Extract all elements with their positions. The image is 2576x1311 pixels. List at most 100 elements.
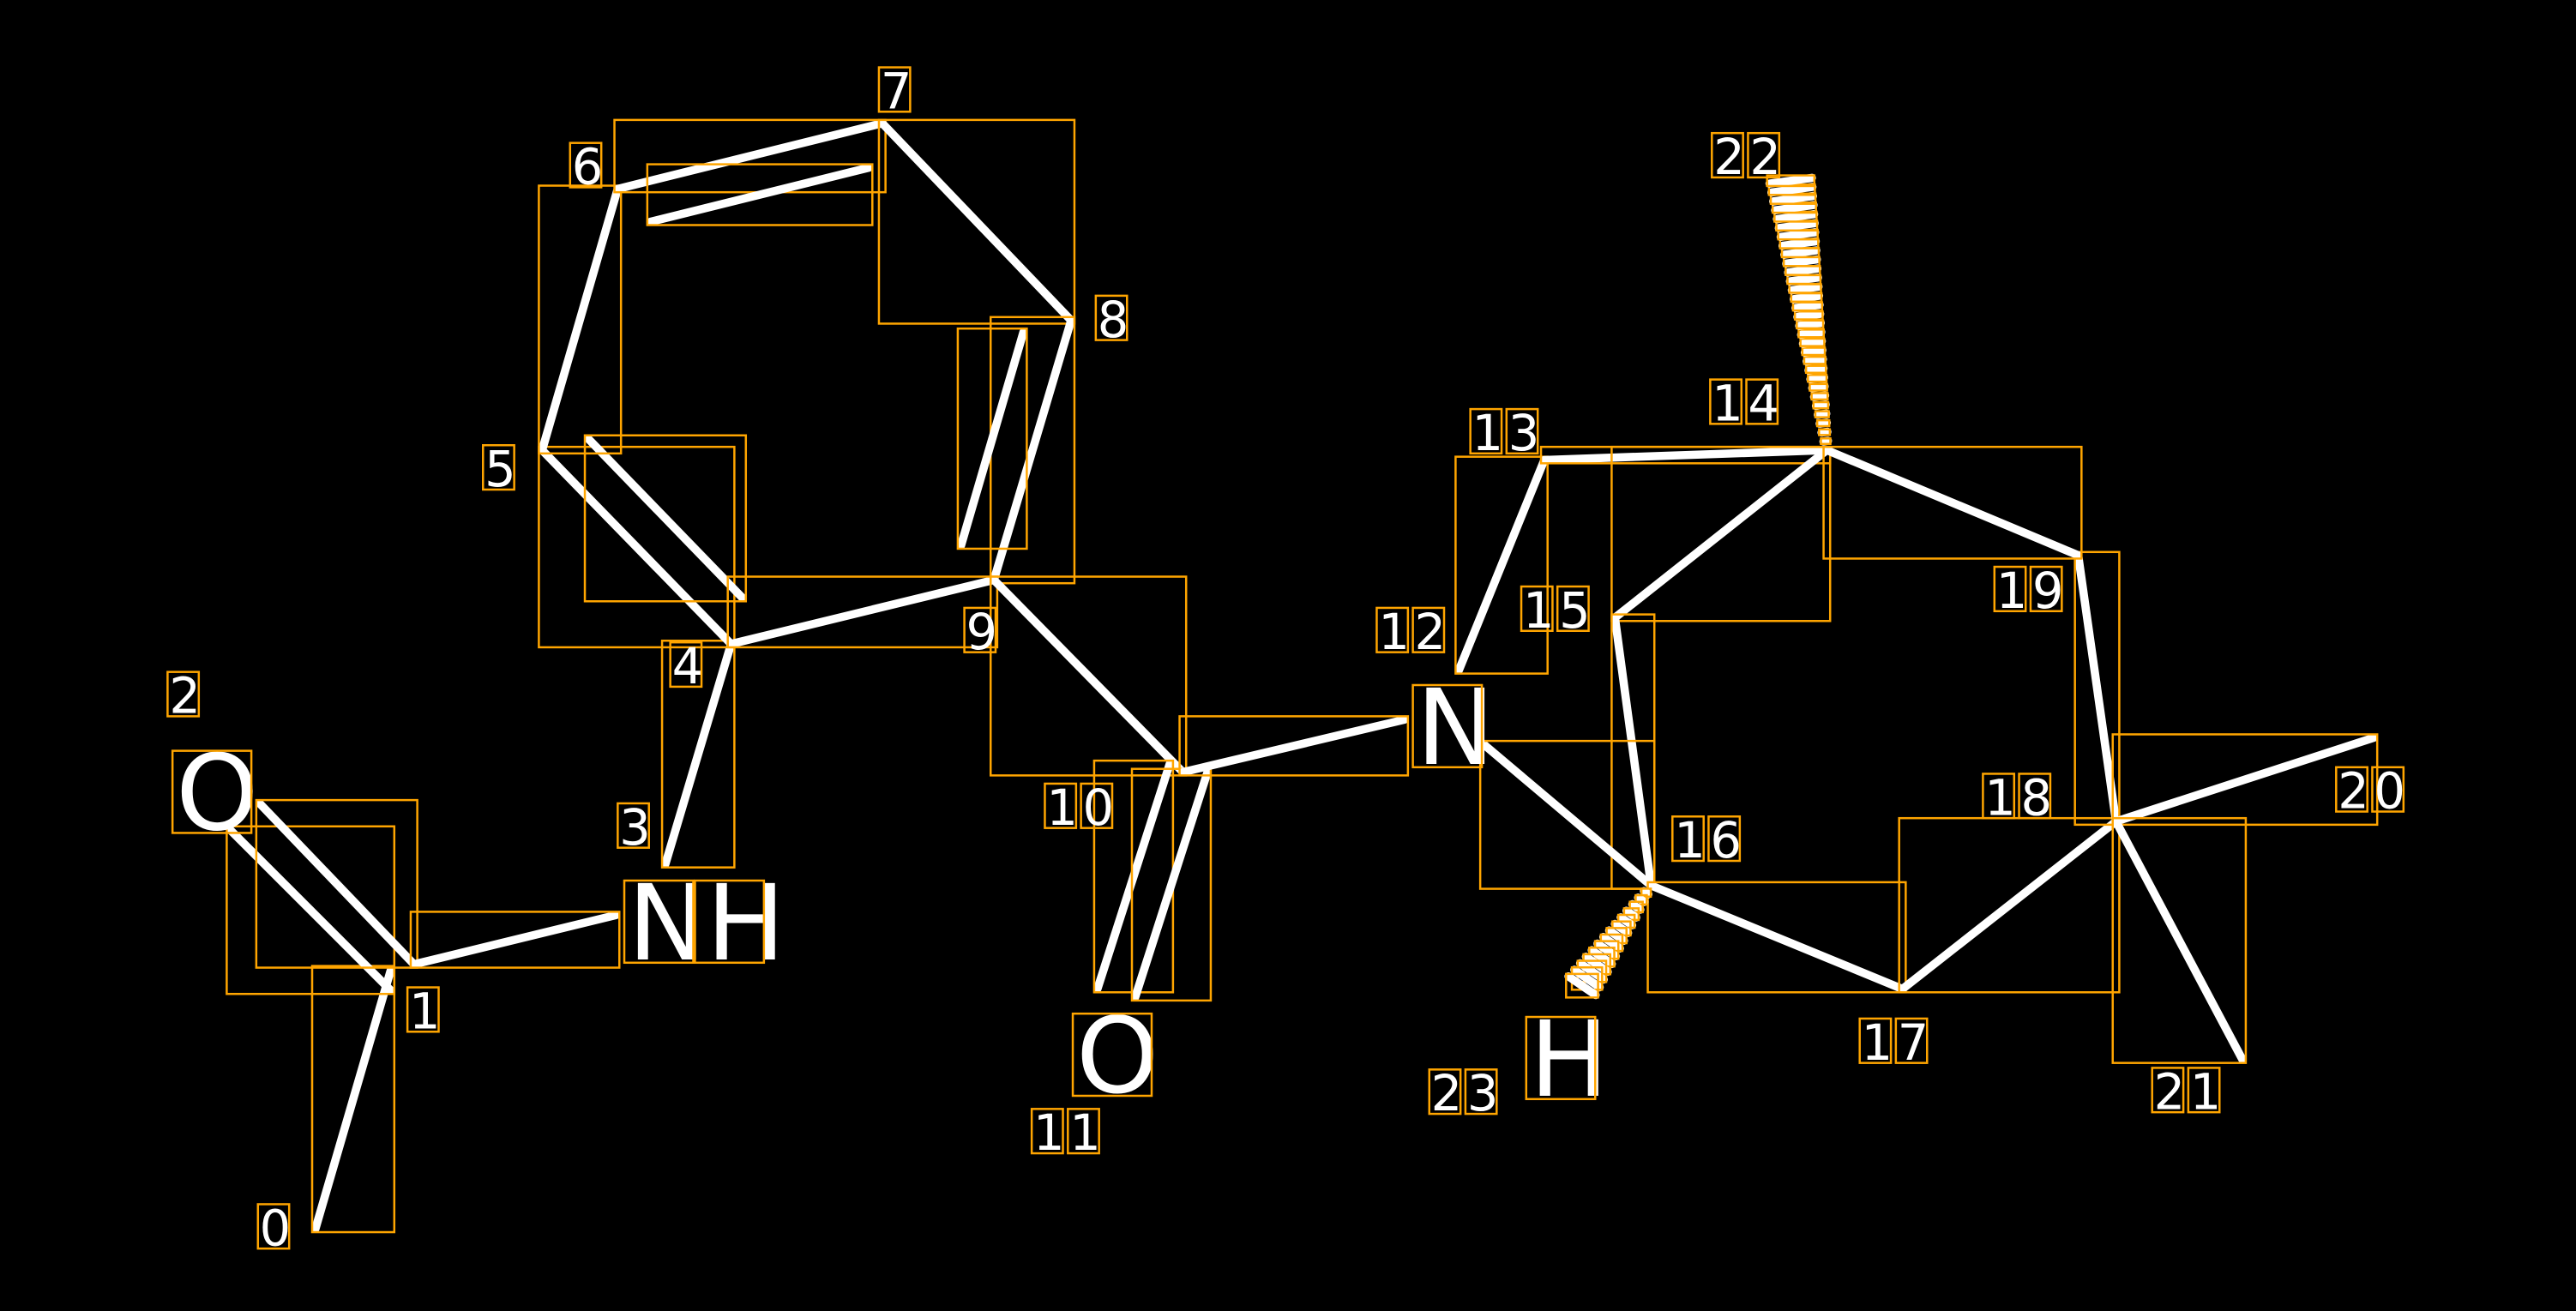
index-char-box [1520, 585, 1554, 633]
bond-line [646, 163, 874, 226]
index-char-box [1375, 606, 1410, 653]
symbol-char-box [1411, 683, 1484, 769]
hash-stroke-box [1807, 374, 1828, 383]
hash-stroke [1817, 427, 1832, 437]
bond-line [1454, 455, 1549, 675]
bond-line [878, 118, 1075, 325]
atom-6: 6 [569, 139, 603, 196]
hash-stroke [1797, 328, 1826, 340]
bond-line [613, 118, 887, 194]
symbol-char-box [171, 749, 253, 834]
bond-box [2111, 816, 2248, 1064]
bond-line [1178, 715, 1409, 777]
bond-line [661, 640, 736, 869]
hash-stroke-box [1809, 382, 1828, 392]
index-char-box [1505, 407, 1539, 455]
index-char-box [1894, 1017, 1929, 1064]
index-char-box [1556, 585, 1590, 633]
hash-stroke [1785, 274, 1822, 286]
hash-stroke-box [1815, 418, 1831, 428]
bond-line [1540, 446, 1832, 465]
bond-box [538, 184, 623, 455]
bond-1-3 [409, 911, 621, 969]
bonds-layer [226, 118, 2379, 1234]
bond-box [538, 445, 736, 649]
hash-stroke [1815, 418, 1832, 428]
symbol-char-box [1071, 1012, 1153, 1098]
hash-stroke [1784, 264, 1822, 277]
bond-line [584, 434, 747, 603]
bond-line [2073, 550, 2121, 826]
bond-9-10 [989, 575, 1188, 777]
index-char-box [1428, 1068, 1462, 1116]
hash-stroke-box [1796, 319, 1825, 330]
hash-stroke-box [1810, 392, 1829, 401]
hash-stroke [1778, 237, 1821, 250]
bond-7-8 [877, 118, 1076, 325]
bond-0-1 [310, 965, 396, 1234]
bond-3-4 [660, 640, 736, 869]
bond-line [1092, 760, 1174, 994]
hash-stroke [1570, 965, 1604, 992]
index-char-box [617, 802, 650, 849]
index-char-box [2335, 766, 2368, 813]
bond-8-9 [956, 316, 1076, 585]
hash-stroke-box [1797, 328, 1826, 339]
bond-line [2111, 817, 2247, 1064]
bond-box [1822, 445, 2083, 560]
index-char-box [1080, 782, 1114, 829]
index-char-box [482, 444, 515, 491]
bond-line [538, 184, 623, 454]
index-char-box [2371, 766, 2405, 813]
hash-stroke [1593, 939, 1621, 961]
bond-box [956, 327, 1028, 550]
hash-stroke [1793, 310, 1825, 322]
index-char-box [963, 606, 997, 653]
index-char-box [2018, 773, 2052, 820]
index-char-box [1747, 131, 1781, 179]
bond-box [1478, 739, 1656, 890]
index-char-box [1982, 773, 2016, 820]
bond-box [1178, 715, 1410, 777]
hash-stroke-box [1766, 174, 1816, 188]
hash-stroke-box [1634, 893, 1648, 906]
index-char-box [1469, 407, 1503, 455]
bond-14-15 [1610, 445, 1832, 622]
bond-box [877, 118, 1076, 325]
hash-stroke [1769, 191, 1818, 206]
hash-stroke [1774, 219, 1819, 232]
hash-stroke [1564, 971, 1600, 1000]
bond-line [1479, 740, 1656, 890]
bond-box [1610, 445, 1832, 622]
symbol-char-box [694, 879, 766, 965]
index-char-box [1094, 294, 1129, 341]
index-char-box [569, 141, 603, 189]
hash-stroke-box [1801, 346, 1827, 357]
hash-stroke [1809, 391, 1830, 401]
index-char-box [2187, 1067, 2221, 1114]
atom-0: 0 [256, 1200, 291, 1257]
index-char-box [1464, 1068, 1498, 1116]
bond-box [613, 118, 887, 194]
hash-stroke [1819, 436, 1833, 446]
bond-4-5 [538, 434, 748, 649]
bond-line [726, 575, 998, 648]
atom-7: 7 [877, 63, 912, 120]
index-char-box [1030, 1108, 1064, 1155]
atom-8: 8 [1094, 292, 1129, 349]
hash-stroke-box [1812, 400, 1830, 410]
bond-line [1610, 613, 1656, 890]
index-char-box [1711, 131, 1744, 179]
bond-1-2 [226, 798, 418, 995]
atom-4: 4 [669, 638, 703, 695]
bond-6-7 [613, 118, 887, 226]
bond-box [583, 434, 748, 603]
bond-box [646, 163, 874, 226]
index-char-box [1707, 815, 1742, 863]
